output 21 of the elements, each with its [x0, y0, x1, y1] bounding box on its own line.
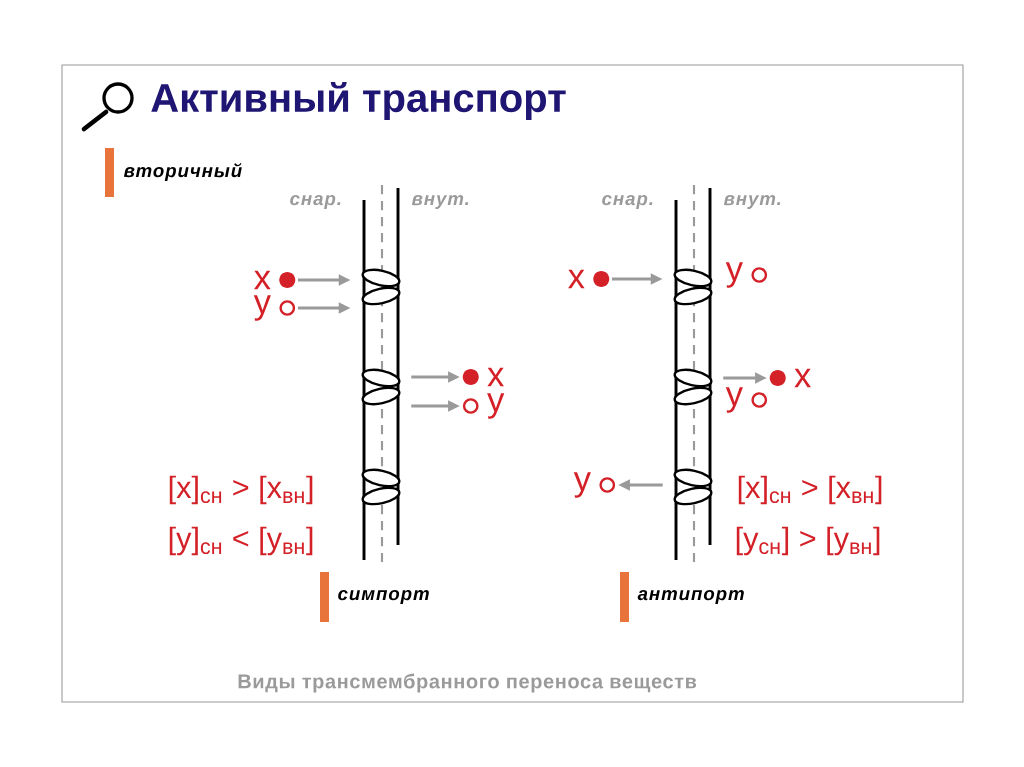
section-label: симпорт	[338, 590, 429, 604]
diagram-title: Активный транспорт	[151, 81, 566, 121]
side-label: снар.	[602, 195, 653, 209]
particle-label: y	[573, 472, 616, 498]
particle-label: x	[254, 270, 296, 290]
section-label: антипорт	[637, 590, 744, 604]
particle-label: y	[725, 387, 768, 413]
caption: Виды трансмембранного переноса веществ	[238, 673, 697, 693]
particle-label: x	[568, 269, 610, 289]
particle-label: y	[725, 262, 768, 288]
membrane-drawing	[673, 185, 713, 562]
particle-label: y	[253, 295, 296, 321]
particle-label: x	[462, 367, 504, 387]
membrane-drawing	[361, 185, 401, 562]
side-label: снар.	[290, 195, 341, 209]
section-label: вторичный	[123, 163, 242, 181]
concentration-relation: [x]$_{сн}$ > [x$_{вн}$]	[738, 475, 882, 505]
particle-label: y	[462, 393, 505, 419]
concentration-relation: [y]$_{сн}$ < [y$_{вн}$]	[169, 526, 313, 556]
concentration-relation: [x]$_{сн}$ > [x$_{вн}$]	[169, 475, 313, 505]
particle-label: x	[769, 368, 811, 388]
